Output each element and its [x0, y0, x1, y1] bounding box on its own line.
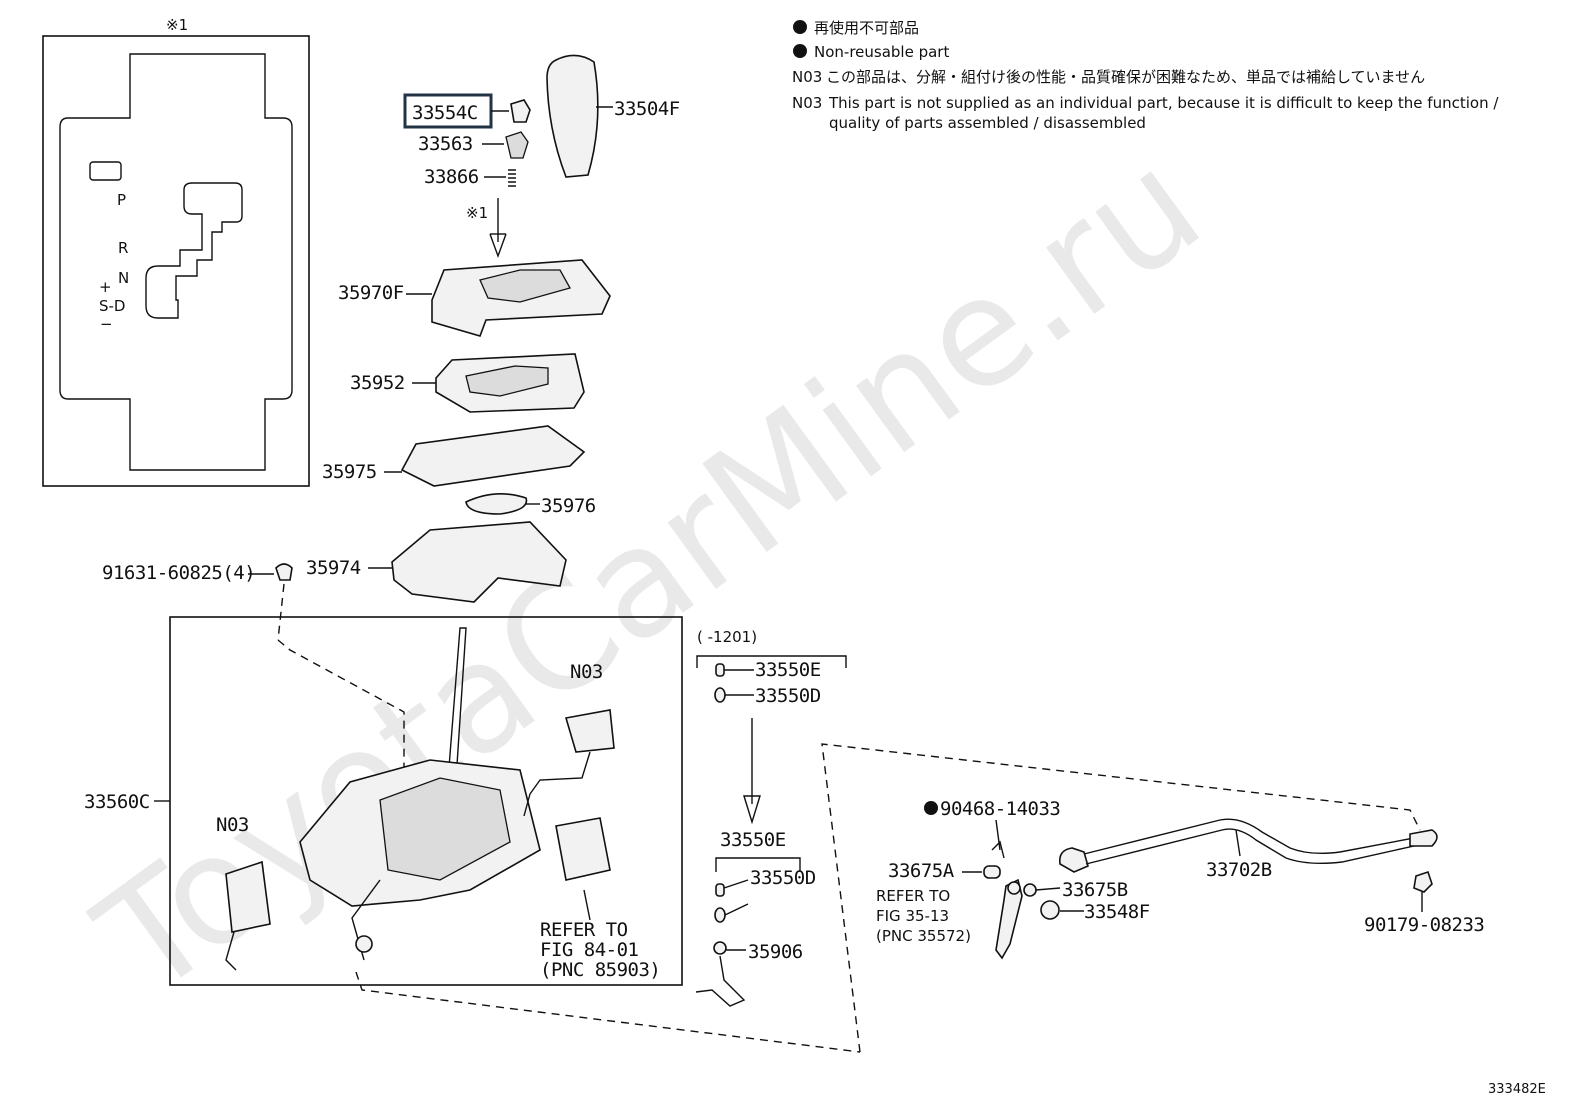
legend: 再使用不可部品 Non-reusable part N03 この部品は、分解・組…	[792, 19, 1499, 132]
part-33675A: 33675A	[888, 860, 955, 882]
bushing-part	[1040, 900, 1060, 920]
part-33866: 33866	[424, 166, 479, 188]
button-part	[510, 99, 531, 123]
legend-n03-jp: この部品は、分解・組付け後の性能・品質確保が困難なため、単品では補給していません	[826, 68, 1425, 86]
shift-gate-path	[145, 182, 243, 319]
rod-eye	[1409, 829, 1438, 847]
part-33504F: 33504F	[614, 98, 680, 120]
wire-harness	[695, 955, 746, 1007]
refer-35-line1: REFER TO	[876, 887, 950, 905]
key-interlock-part	[225, 860, 271, 933]
gate-n: N	[118, 269, 129, 287]
arrow-mark: ※1	[466, 204, 488, 222]
non-reusable-bullet-icon	[793, 20, 807, 34]
shift-knob-group: 33554C 33563 33866 33504F	[403, 54, 680, 188]
control-rod	[1083, 818, 1415, 855]
spring-part	[508, 169, 516, 187]
legend-n03-en-line2: quality of parts assembled / disassemble…	[829, 114, 1146, 132]
part-35952: 35952	[350, 372, 405, 394]
clip-part	[991, 840, 1005, 859]
part-91631-60825: 91631-60825(4)	[102, 562, 255, 584]
n03-label-b: N03	[216, 814, 249, 836]
lever-arm	[995, 878, 1023, 960]
gate-sd: S-D	[99, 297, 125, 315]
legend-nonreusable-en: Non-reusable part	[814, 43, 949, 61]
legend-n03-en-line1: This part is not supplied as an individu…	[828, 94, 1499, 112]
gate-r: R	[118, 239, 128, 257]
part-33550D-b: 33550D	[750, 867, 816, 889]
refer-84-line1: REFER TO	[540, 919, 628, 941]
part-35975: 35975	[322, 461, 377, 483]
shift-knob	[546, 54, 599, 178]
part-33554C: 33554C	[412, 102, 478, 124]
refer-35-line2: FIG 35-13	[876, 907, 949, 925]
part-33563: 33563	[418, 133, 473, 155]
part-90179-08233: 90179-08233	[1364, 914, 1484, 936]
rod-end	[1058, 847, 1089, 873]
console-panels: 35970F 35952 35975 35976 35974 91631-608…	[102, 259, 611, 641]
gate-indicator-window	[89, 161, 122, 181]
figure-id: 333482E	[1488, 1082, 1546, 1097]
part-35976: 35976	[541, 495, 596, 517]
gate-minus: −	[100, 315, 113, 333]
refer-35-line3: (PNC 35572)	[876, 927, 971, 945]
button-part	[505, 131, 529, 159]
part-35970F: 35970F	[338, 282, 404, 304]
part-35906: 35906	[748, 941, 803, 963]
range-note: ( -1201)	[697, 628, 757, 646]
slide-cover	[400, 425, 586, 487]
part-33702B: 33702B	[1206, 859, 1272, 881]
gate-p: P	[117, 191, 126, 209]
refer-84-line2: FIG 84-01	[540, 939, 639, 961]
gate-indicator-inset: ※1 P R N + S-D −	[42, 16, 310, 487]
legend-nonreusable-jp: 再使用不可部品	[814, 19, 919, 37]
nut-part	[1413, 870, 1433, 893]
inset-mark: ※1	[166, 16, 188, 34]
shift-lock-solenoid	[564, 709, 615, 753]
screw-part	[275, 563, 293, 581]
bushing-group: ( -1201) 33550E 33550D 33550E 33550D 359…	[695, 628, 847, 1007]
part-33550E-a: 33550E	[755, 659, 821, 681]
gate-plus: +	[99, 278, 112, 296]
arrow-down: ※1	[466, 198, 507, 259]
part-33675B: 33675B	[1062, 879, 1128, 901]
shift-lever-assembly: 33560C N03 REFER TO FIG 84-01 (PNC 85903…	[84, 616, 861, 1053]
seal-part	[465, 493, 528, 515]
ecu-box	[555, 817, 611, 881]
part-33548F: 33548F	[1084, 901, 1150, 923]
part-33560C: 33560C	[84, 791, 150, 813]
legend-n03-code: N03	[792, 68, 822, 86]
pin-part	[983, 865, 1001, 879]
linkage-group: 90468-14033 33675A REFER TO FIG 35-13 (P…	[821, 743, 1485, 1053]
refer-84-line3: (PNC 85903)	[540, 959, 660, 981]
legend-n03-code: N03	[792, 94, 822, 112]
indicator-base	[391, 521, 567, 603]
part-90468-14033: 90468-14033	[940, 798, 1060, 820]
non-reusable-bullet-icon	[924, 801, 938, 815]
non-reusable-bullet-icon	[793, 44, 807, 58]
n03-label-a: N03	[570, 661, 603, 683]
part-33550E-b: 33550E	[720, 829, 786, 851]
part-35974: 35974	[306, 557, 361, 579]
part-33550D-a: 33550D	[755, 685, 821, 707]
